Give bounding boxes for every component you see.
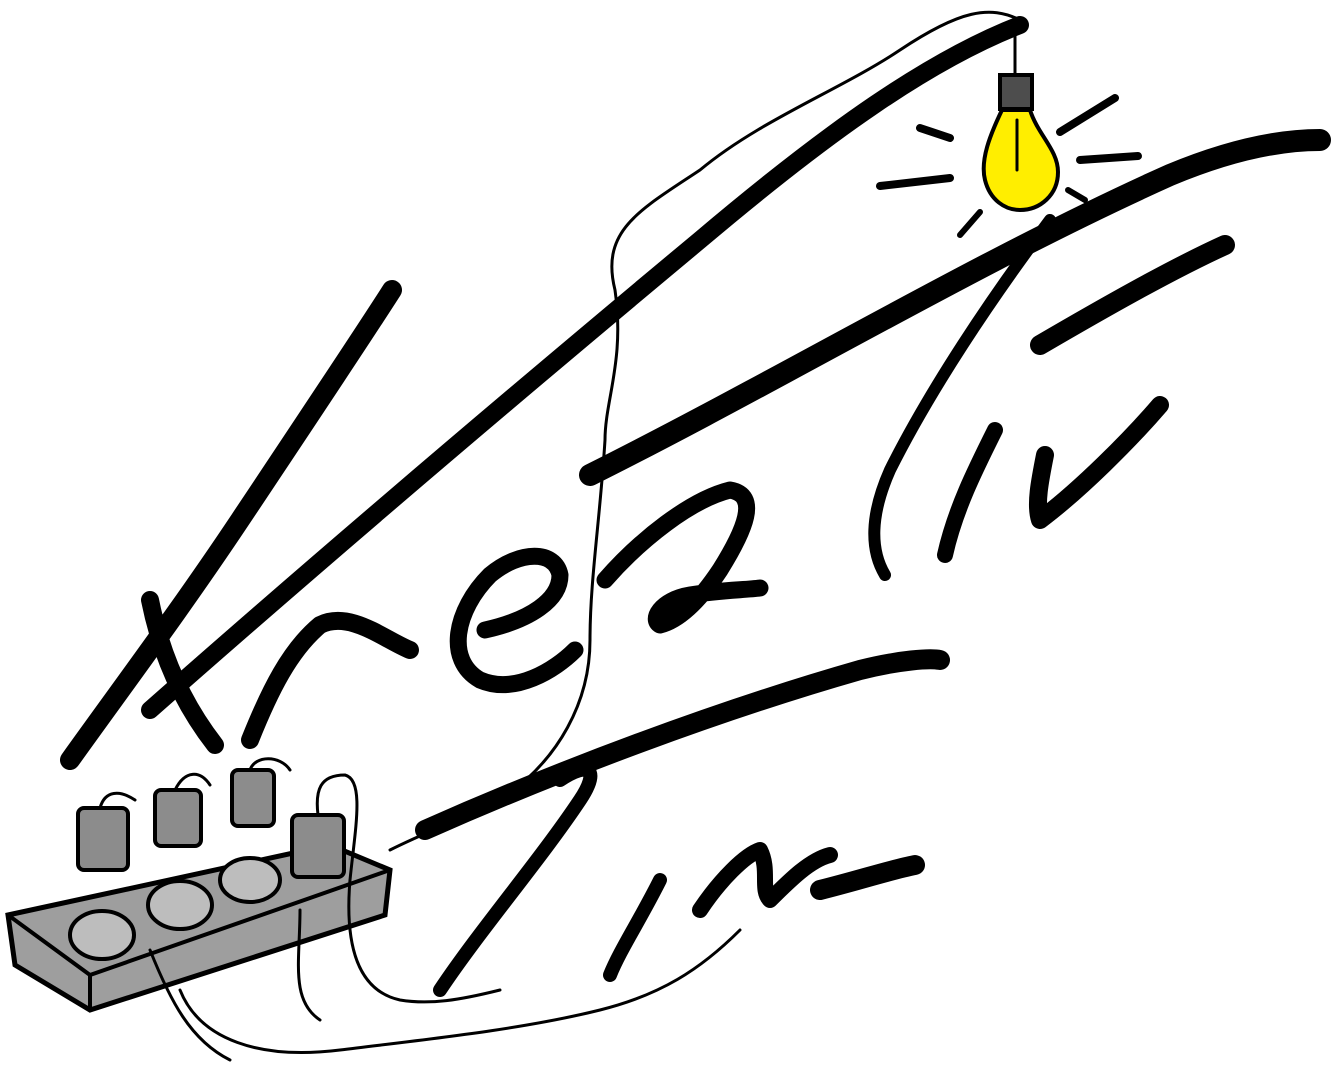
letter-k-leg <box>141 591 224 754</box>
letter-k-stem <box>60 280 402 770</box>
letter-i <box>937 422 1003 563</box>
letter-t-stem <box>868 214 1056 581</box>
letter-t2-crossbar <box>415 649 950 840</box>
letter-a <box>596 481 769 634</box>
cable-to-lamp <box>388 10 1022 852</box>
light-bulb-icon <box>876 23 1142 238</box>
letter-m <box>692 842 838 918</box>
letter-i2 <box>603 873 667 982</box>
flourish-bottom-right <box>810 855 925 900</box>
letter-t2-stem <box>433 762 598 997</box>
power-strip-icon <box>5 757 502 1062</box>
cable-bottom <box>178 928 742 1054</box>
logo-lettering <box>60 16 1331 997</box>
letter-e <box>449 547 584 693</box>
letter-r <box>241 611 419 749</box>
power-cable <box>178 10 1022 1054</box>
flourish-top-right <box>1030 235 1235 355</box>
pole-stroke <box>141 16 1029 719</box>
letter-t-crossbar <box>579 129 1331 486</box>
letter-v <box>1028 396 1169 529</box>
